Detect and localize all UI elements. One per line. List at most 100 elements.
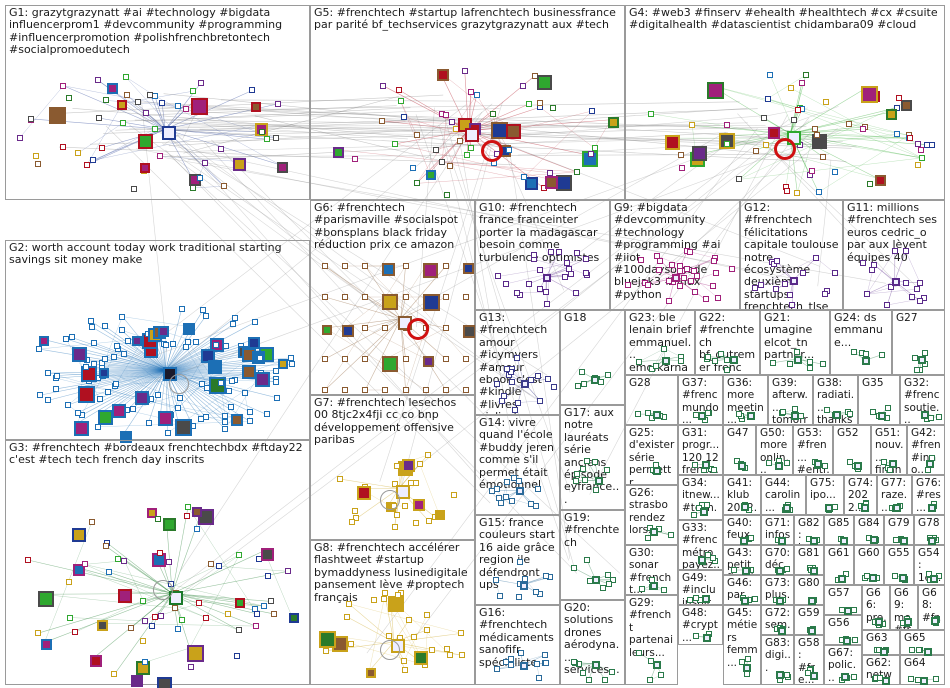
graph-node[interactable]: [903, 280, 910, 287]
graph-node[interactable]: [521, 173, 528, 180]
graph-node[interactable]: [709, 555, 716, 562]
graph-node[interactable]: [511, 406, 518, 413]
graph-node[interactable]: [249, 87, 256, 94]
graph-node[interactable]: [134, 390, 149, 405]
graph-node[interactable]: [402, 356, 409, 362]
graph-node[interactable]: [687, 277, 694, 284]
graph-node[interactable]: [467, 88, 474, 95]
graph-hub-node[interactable]: [810, 566, 819, 575]
graph-hub-node[interactable]: [853, 461, 862, 470]
graph-node[interactable]: [401, 503, 408, 510]
graph-node[interactable]: [852, 637, 859, 643]
graph-node[interactable]: [851, 674, 858, 681]
graph-node[interactable]: [902, 247, 909, 254]
graph-node[interactable]: [270, 610, 277, 617]
graph-node[interactable]: [426, 169, 437, 180]
graph-hub-node[interactable]: [702, 460, 711, 469]
graph-node[interactable]: [932, 675, 939, 682]
graph-node[interactable]: [809, 168, 816, 175]
graph-node[interactable]: [499, 397, 506, 404]
graph-hub-node[interactable]: [874, 617, 883, 626]
graph-node[interactable]: [859, 126, 866, 133]
graph-node[interactable]: [738, 658, 745, 665]
graph-hub-node[interactable]: [807, 626, 816, 635]
graph-hub-node[interactable]: [841, 673, 850, 682]
graph-node[interactable]: [556, 248, 562, 255]
graph-node[interactable]: [251, 102, 262, 113]
graph-node[interactable]: [864, 290, 870, 297]
graph-node[interactable]: [661, 587, 668, 593]
graph-node[interactable]: [636, 649, 643, 656]
graph-node[interactable]: [264, 136, 271, 143]
graph-node[interactable]: [74, 409, 81, 416]
graph-node[interactable]: [719, 132, 736, 149]
graph-node[interactable]: [811, 125, 818, 132]
graph-node[interactable]: [562, 273, 569, 280]
graph-node[interactable]: [115, 556, 122, 563]
graph-node[interactable]: [572, 289, 579, 296]
graph-node[interactable]: [493, 666, 500, 673]
graph-node[interactable]: [442, 356, 449, 362]
graph-hub-node[interactable]: [870, 536, 879, 545]
graph-node[interactable]: [120, 350, 127, 357]
graph-node[interactable]: [712, 269, 719, 276]
graph-node[interactable]: [916, 647, 923, 653]
graph-hub-node[interactable]: [774, 462, 783, 471]
graph-node[interactable]: [204, 384, 211, 391]
graph-hub-node[interactable]: [653, 411, 662, 420]
graph-node[interactable]: [277, 161, 289, 173]
graph-node[interactable]: [573, 478, 580, 485]
graph-node[interactable]: [881, 459, 888, 466]
graph-node[interactable]: [443, 111, 450, 118]
graph-hub-node[interactable]: [924, 648, 933, 657]
graph-node[interactable]: [154, 392, 161, 399]
graph-node[interactable]: [728, 266, 735, 273]
graph-node[interactable]: [894, 131, 901, 138]
graph-node[interactable]: [409, 164, 416, 171]
graph-node[interactable]: [220, 183, 227, 190]
graph-node[interactable]: [225, 387, 232, 394]
graph-node[interactable]: [131, 336, 142, 347]
graph-node[interactable]: [221, 413, 228, 420]
graph-node[interactable]: [177, 395, 183, 402]
graph-node[interactable]: [117, 588, 132, 603]
graph-node[interactable]: [104, 389, 111, 396]
graph-node[interactable]: [908, 676, 915, 683]
graph-node[interactable]: [96, 395, 103, 402]
graph-node[interactable]: [179, 617, 186, 624]
graph-node[interactable]: [537, 99, 544, 106]
graph-node[interactable]: [645, 282, 652, 289]
graph-node[interactable]: [515, 478, 522, 485]
graph-node[interactable]: [467, 145, 474, 152]
graph-node[interactable]: [396, 87, 403, 94]
graph-node[interactable]: [473, 91, 480, 98]
graph-node[interactable]: [686, 248, 693, 255]
graph-node[interactable]: [378, 117, 385, 124]
graph-node[interactable]: [514, 354, 521, 361]
graph-hub-node[interactable]: [920, 410, 929, 419]
graph-hub-node[interactable]: [698, 555, 707, 564]
graph-hub-node[interactable]: [653, 661, 662, 670]
graph-node[interactable]: [37, 392, 44, 399]
graph-node[interactable]: [935, 413, 942, 420]
graph-node[interactable]: [693, 273, 700, 280]
graph-node[interactable]: [63, 335, 70, 342]
graph-node[interactable]: [413, 132, 420, 139]
graph-hub-node[interactable]: [592, 576, 601, 585]
graph-node[interactable]: [387, 595, 404, 612]
graph-node[interactable]: [891, 247, 898, 254]
graph-node[interactable]: [174, 103, 181, 109]
graph-node[interactable]: [102, 543, 109, 550]
graph-node[interactable]: [591, 145, 598, 152]
graph-node[interactable]: [506, 123, 522, 139]
graph-node[interactable]: [603, 466, 610, 473]
graph-node[interactable]: [221, 418, 228, 425]
graph-node[interactable]: [584, 457, 591, 464]
graph-node[interactable]: [718, 351, 725, 358]
graph-node[interactable]: [382, 387, 389, 393]
graph-node[interactable]: [386, 632, 393, 639]
graph-node[interactable]: [73, 420, 89, 436]
graph-node[interactable]: [807, 365, 814, 372]
graph-node[interactable]: [847, 459, 854, 466]
graph-node[interactable]: [495, 495, 502, 502]
